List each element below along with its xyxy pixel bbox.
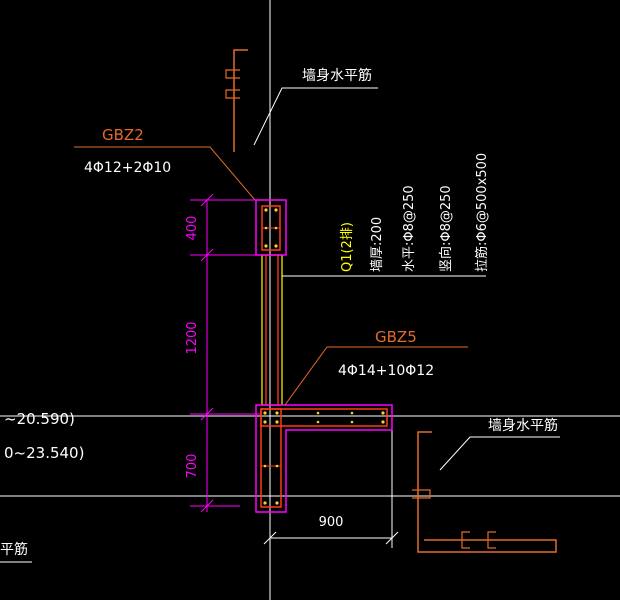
- dim-tick-3: [200, 407, 214, 421]
- dim-900-tick-left: [263, 531, 277, 545]
- gbz5-column: [255, 404, 393, 513]
- top-rebar-bar: [233, 49, 248, 152]
- label-wall-horizontal-top: 墙身水平筋: [302, 67, 372, 84]
- gbz2-callout: GBZ2 4Φ12+2Φ10: [74, 126, 256, 201]
- bottom-dimension: [263, 430, 399, 548]
- top-rebar-hook-2: [225, 89, 240, 99]
- gbz2-name: GBZ2: [102, 126, 144, 144]
- wall-q1-vertical: 竖向:Φ8@250: [438, 185, 454, 272]
- gbz5-outline: [255, 404, 393, 513]
- wall-q1: [261, 254, 486, 406]
- dim-700: 700: [185, 454, 200, 479]
- gbz5-callout: GBZ5 4Φ14+10Φ12: [284, 328, 468, 406]
- wall-rebars: [265, 255, 279, 405]
- right-leader-line: [439, 436, 560, 471]
- gbz2-leader: [74, 146, 256, 201]
- gbz5-rebar: 4Φ14+10Φ12: [338, 363, 434, 379]
- wall-q1-thickness: 墙厚:200: [370, 217, 385, 272]
- gbz5-corner-stirrup: [260, 408, 282, 427]
- top-leader-line: [253, 87, 378, 146]
- elevation-label-1: ~20.590): [4, 410, 75, 428]
- wall-q1-name: Q1(2排): [340, 222, 355, 272]
- gbz2-rebar: 4Φ12+2Φ10: [84, 160, 171, 176]
- right-rebar-hook-3: [487, 531, 496, 549]
- gbz5-rebar-points: [263, 411, 385, 505]
- right-rebar-hook-2: [461, 531, 470, 549]
- dim-400: 400: [185, 216, 200, 241]
- wall-q1-tie: 拉筋:Φ6@500x500: [474, 153, 490, 272]
- wall-q1-annotation: Q1(2排) 墙厚:200 水平:Φ8@250 竖向:Φ8@250 拉筋:Φ6@…: [340, 153, 490, 272]
- dim-900: 900: [319, 515, 344, 530]
- gbz5-leader: [284, 346, 468, 406]
- gbz2-rebar-points: [264, 208, 278, 248]
- right-rebar-hook-1: [412, 489, 431, 499]
- elevation-label-2: 0~23.540): [4, 444, 84, 462]
- top-rebar-hook-1: [225, 69, 240, 79]
- left-dimensions: [190, 193, 262, 513]
- gbz2-column: [255, 199, 287, 256]
- wall-q1-outline: [261, 254, 283, 406]
- dim-tick-1: [200, 193, 214, 207]
- label-wall-horizontal-right: 墙身水平筋: [488, 417, 558, 434]
- dim-1200: 1200: [185, 321, 200, 354]
- label-wall-horizontal-left-partial: 平筋: [0, 541, 28, 558]
- dim-tick-2: [200, 248, 214, 262]
- gbz5-stirrup-horizontal: [260, 408, 388, 427]
- right-rebar-detail: 墙身水平筋: [412, 417, 560, 553]
- gbz2-outline: [255, 199, 287, 256]
- top-rebar-detail: 墙身水平筋: [225, 49, 378, 152]
- gbz5-name: GBZ5: [375, 328, 417, 346]
- wall-q1-horizontal: 水平:Φ8@250: [402, 185, 417, 272]
- dim-tick-4: [200, 499, 214, 513]
- right-rebar-bar: [417, 431, 557, 553]
- gbz5-stirrup-vertical: [260, 408, 282, 508]
- dim-900-tick-right: [385, 531, 399, 545]
